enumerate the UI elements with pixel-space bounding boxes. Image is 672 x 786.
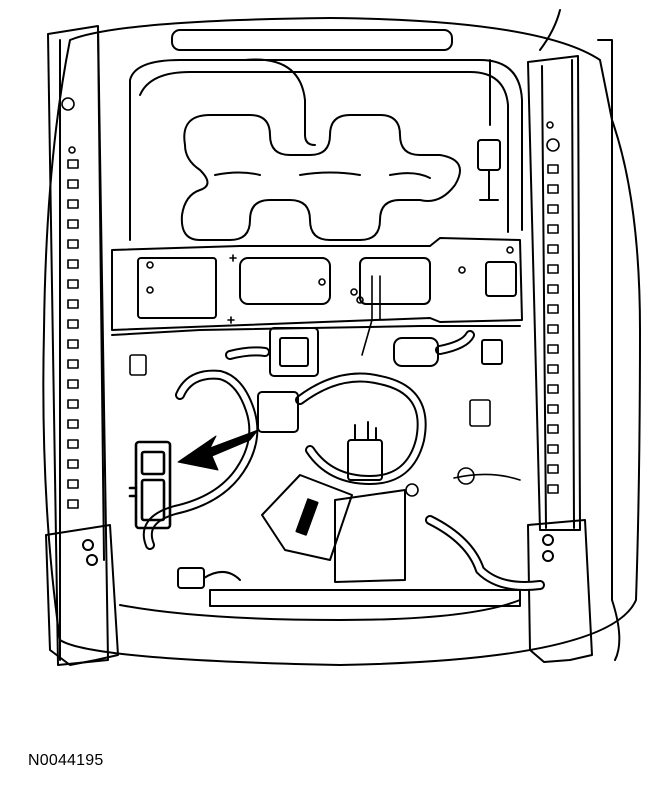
cross-member-fasteners bbox=[146, 246, 514, 324]
figure-id-label: N0044195 bbox=[28, 752, 104, 769]
seat-perimeter-wire bbox=[129, 59, 523, 241]
seat-cushion-outline bbox=[42, 17, 641, 666]
highlighted-connector bbox=[128, 440, 172, 530]
cross-member-pad-center bbox=[239, 257, 331, 305]
connector-mid bbox=[257, 391, 299, 433]
left-rail-slots bbox=[61, 97, 79, 509]
cross-member-tab bbox=[485, 261, 517, 297]
right-seat-rail bbox=[527, 55, 581, 531]
connector-center-large-inner bbox=[279, 337, 309, 367]
seat-frame-diagram bbox=[42, 9, 641, 666]
seat-control-module bbox=[261, 474, 353, 561]
left-rail-inner bbox=[59, 29, 105, 661]
right-rail-inner bbox=[541, 59, 575, 529]
wiring-harness-center-fill bbox=[297, 374, 425, 483]
right-rail-slots bbox=[546, 121, 560, 494]
connector-lower-left-lead bbox=[203, 571, 241, 581]
connector-lower-center-leads bbox=[354, 421, 377, 441]
right-rail-foot bbox=[527, 519, 593, 663]
seat-top-rod bbox=[171, 29, 453, 51]
top-wire bbox=[244, 58, 316, 146]
cross-member-pad-left bbox=[137, 257, 217, 319]
side-wire bbox=[489, 9, 561, 126]
side-connector-lead bbox=[479, 169, 499, 201]
wiring-harness-main-fill bbox=[144, 371, 257, 548]
wiring-harness-right-fill bbox=[427, 517, 543, 589]
seat-spring bbox=[180, 114, 461, 241]
seat-cross-member bbox=[111, 237, 523, 331]
seat-right-bolster bbox=[597, 39, 621, 661]
left-rail-foot bbox=[45, 524, 119, 666]
misc-fasteners bbox=[129, 275, 521, 497]
seat-inner-wire bbox=[139, 71, 509, 233]
module-label bbox=[295, 498, 319, 536]
left-rail-bolts bbox=[82, 539, 98, 566]
connector-lower-center bbox=[347, 439, 383, 481]
side-connector bbox=[477, 139, 501, 171]
cross-member-pad-right bbox=[359, 257, 431, 305]
right-rail-bolts bbox=[542, 534, 554, 562]
left-seat-rail bbox=[47, 25, 109, 666]
seat-base-housing bbox=[334, 489, 406, 583]
seat-base-pan bbox=[119, 589, 521, 621]
connector-right bbox=[393, 337, 439, 367]
wiring-harness-center bbox=[295, 372, 427, 485]
wiring-harness-top-fill bbox=[227, 332, 473, 358]
seat-spring-inner bbox=[214, 171, 431, 179]
connector-center-large bbox=[269, 327, 319, 377]
callout-arrow bbox=[177, 429, 259, 471]
connector-small-right bbox=[481, 339, 503, 365]
connector-lower-left bbox=[177, 567, 205, 589]
